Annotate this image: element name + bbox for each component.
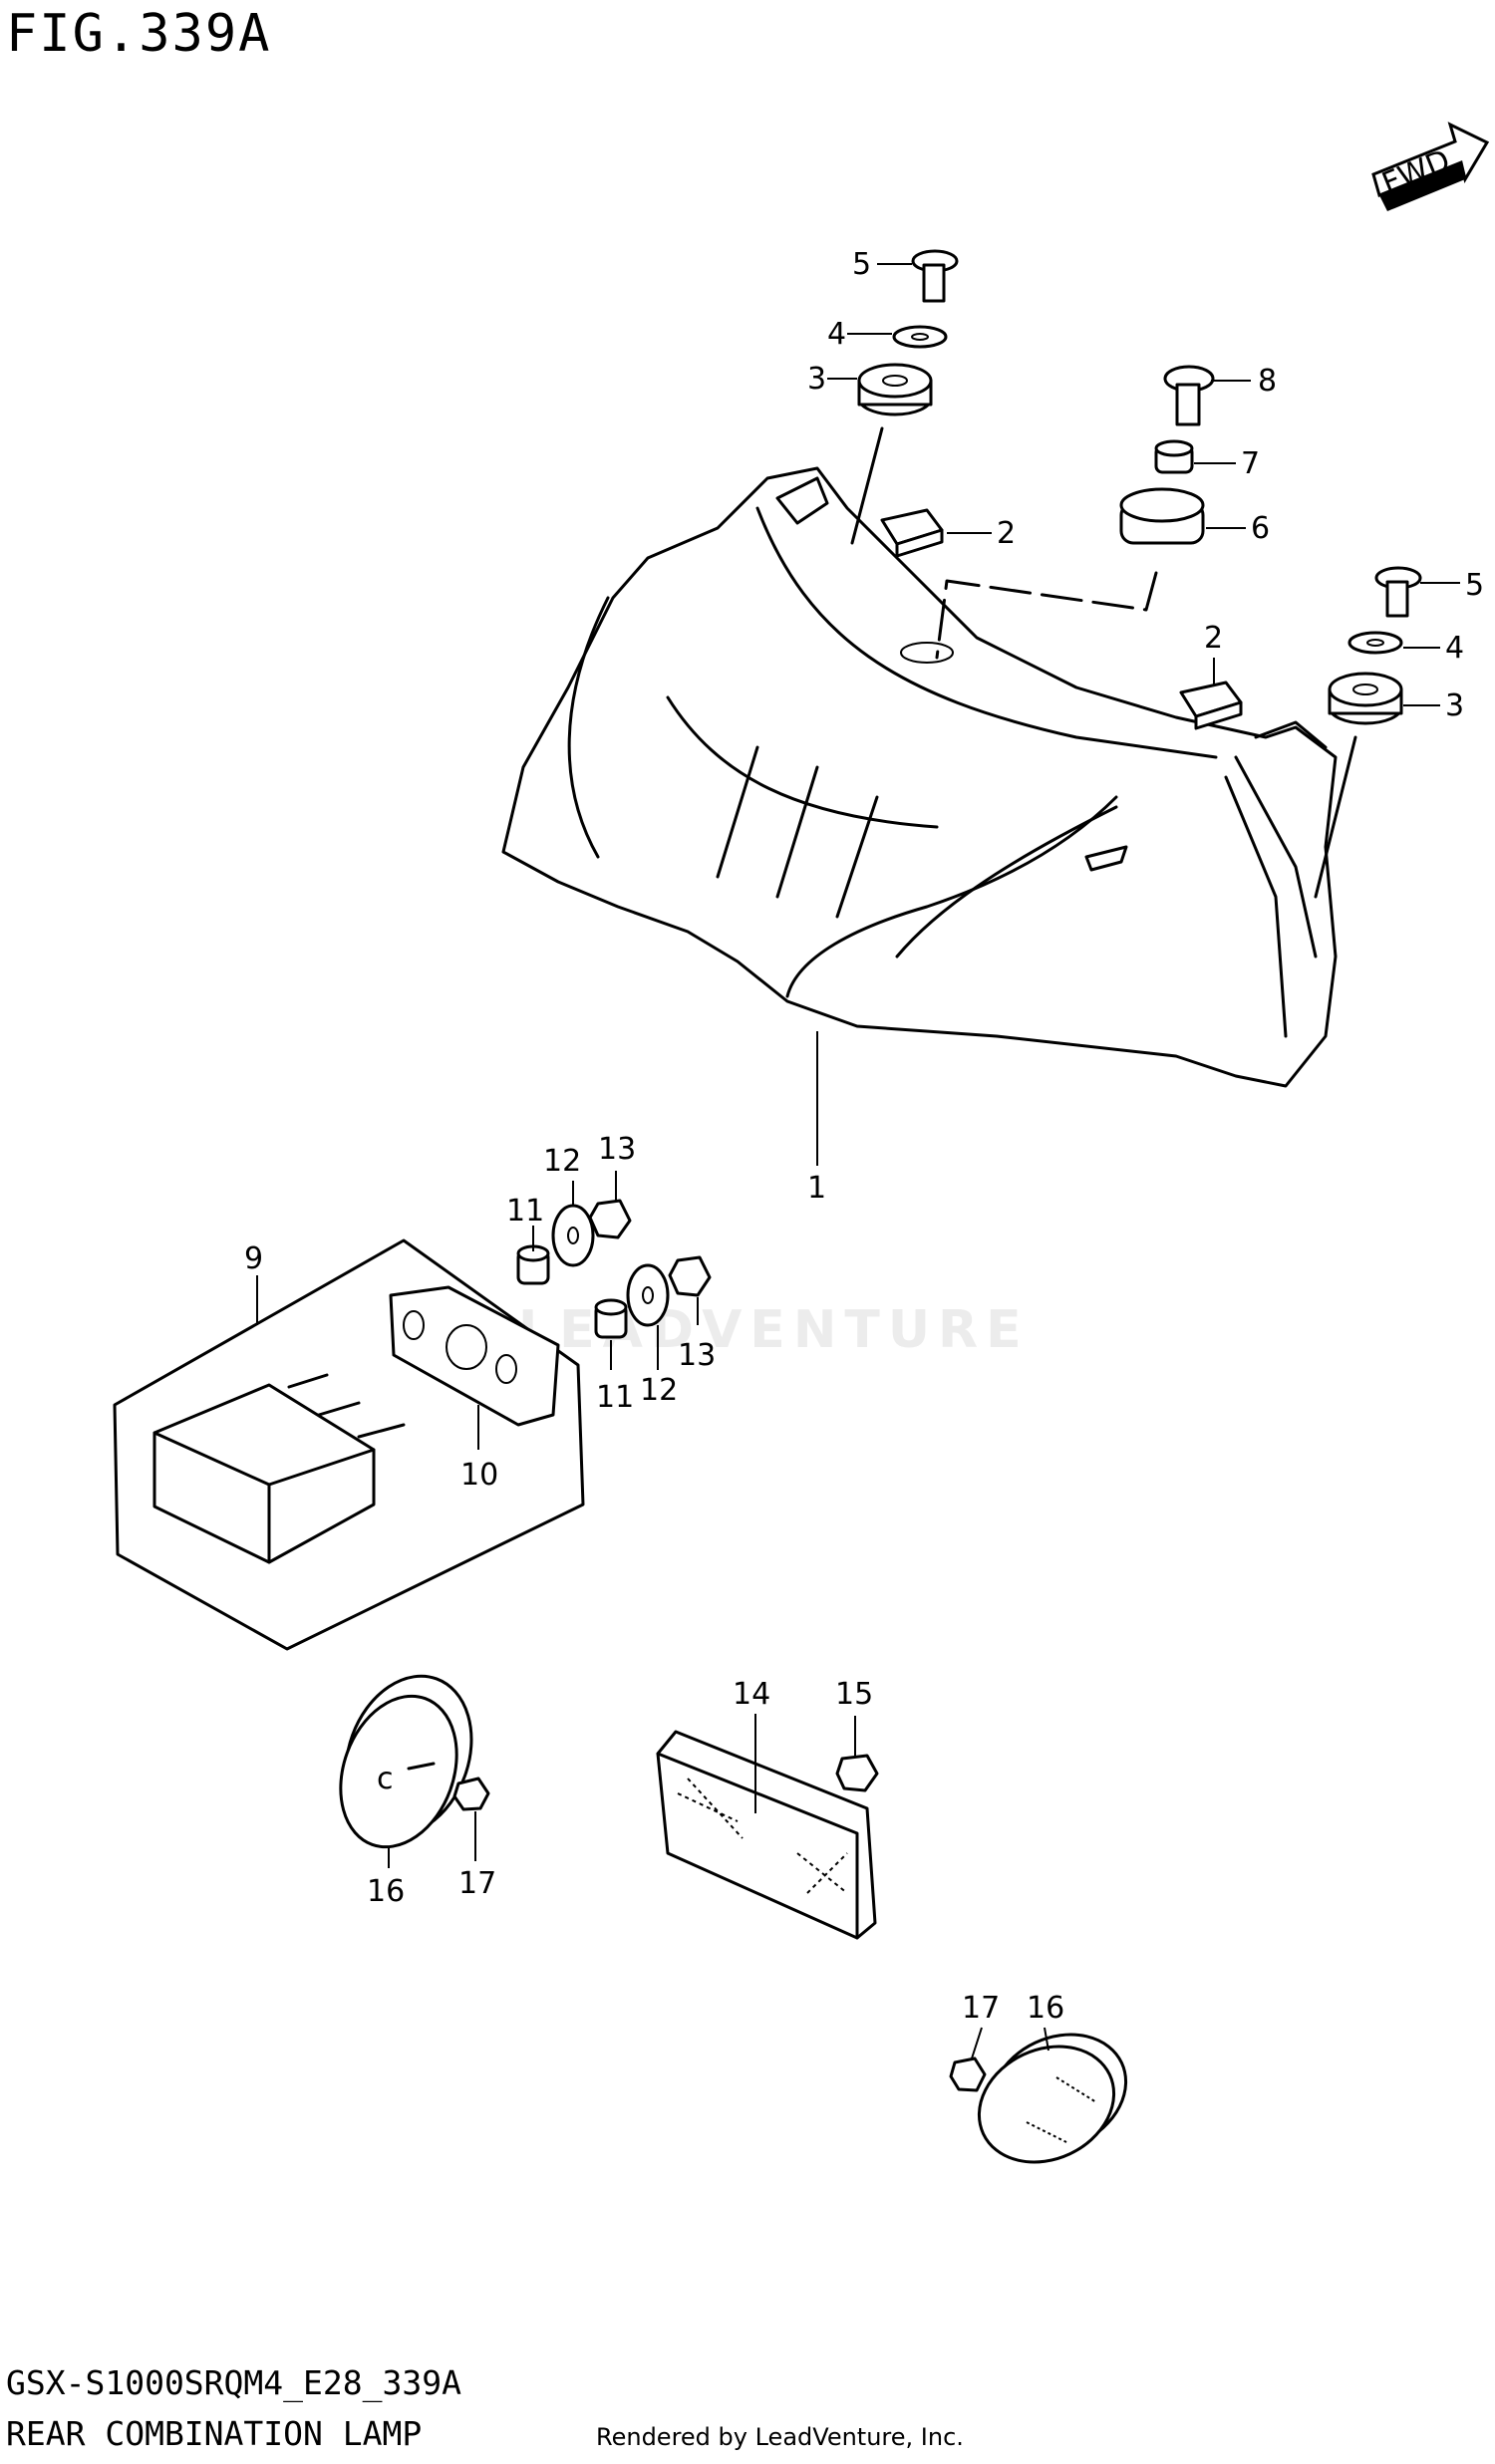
svg-text:c: c xyxy=(377,1762,394,1796)
clip-2-left xyxy=(880,508,944,558)
callout-1: 1 xyxy=(807,1171,826,1206)
reflector-16-left: c xyxy=(339,1674,473,1849)
nut-17-right xyxy=(949,2056,987,2092)
nut-13-upper xyxy=(588,1199,632,1239)
callout-6: 6 xyxy=(1251,511,1270,546)
callout-15: 15 xyxy=(835,1677,873,1712)
collar-11-upper xyxy=(516,1244,550,1285)
figure-title: FIG.339A xyxy=(6,4,272,64)
bolt-8 xyxy=(1163,365,1215,426)
washer-4-right xyxy=(1347,631,1403,655)
callout-11-lower: 11 xyxy=(596,1380,634,1415)
callout-11-upper: 11 xyxy=(506,1194,544,1229)
washer-12-lower xyxy=(626,1263,670,1327)
callout-10: 10 xyxy=(460,1458,498,1493)
washer-12-upper xyxy=(551,1204,595,1267)
callout-3-right: 3 xyxy=(1445,688,1464,723)
bolt-5-left xyxy=(911,249,959,303)
lamp-unit-9 xyxy=(152,1373,406,1564)
callout-5-left: 5 xyxy=(852,247,871,282)
callout-5-right: 5 xyxy=(1465,568,1484,603)
callout-4-left: 4 xyxy=(827,317,846,352)
callout-17-left: 17 xyxy=(458,1866,496,1901)
callout-2-left: 2 xyxy=(997,516,1016,551)
diagram-code: GSX-S1000SRQM4_E28_339A xyxy=(6,2363,461,2402)
callout-16-right: 16 xyxy=(1027,1991,1064,2026)
reflector-14 xyxy=(656,1730,877,1940)
diagram-name: REAR COMBINATION LAMP xyxy=(6,2414,423,2453)
nut-15 xyxy=(835,1754,879,1792)
gasket-10 xyxy=(389,1285,560,1427)
callout-12-upper: 12 xyxy=(543,1144,581,1179)
nut-13-lower xyxy=(668,1255,712,1297)
callout-8: 8 xyxy=(1258,364,1277,399)
callout-13-lower: 13 xyxy=(678,1338,716,1373)
grommet-3-left xyxy=(857,363,933,416)
callout-17-right: 17 xyxy=(962,1991,1000,2026)
bolt-5-right xyxy=(1374,566,1422,618)
collar-11-lower xyxy=(594,1298,628,1339)
callout-4-right: 4 xyxy=(1445,631,1464,666)
rear-lamp-housing xyxy=(501,466,1338,1088)
callout-7: 7 xyxy=(1241,446,1260,481)
washer-4-left xyxy=(892,325,948,349)
rendered-by-credit: Rendered by LeadVenture, Inc. xyxy=(596,2423,964,2451)
callout-12-lower: 12 xyxy=(640,1373,678,1408)
grommet-3-right xyxy=(1328,672,1403,725)
callout-16-left: 16 xyxy=(367,1874,405,1909)
callout-14: 14 xyxy=(733,1677,770,1712)
nut-17-left xyxy=(452,1777,490,1811)
cushion-6 xyxy=(1119,487,1205,545)
clip-2-right xyxy=(1179,681,1243,730)
callout-9: 9 xyxy=(244,1241,263,1276)
collar-7 xyxy=(1154,439,1194,474)
fwd-arrow-icon: FWD xyxy=(1371,122,1490,211)
callout-3-left: 3 xyxy=(807,362,826,397)
reflector-16-right xyxy=(977,2033,1128,2164)
callout-13-upper: 13 xyxy=(598,1132,636,1167)
callout-2-right: 2 xyxy=(1204,621,1223,656)
